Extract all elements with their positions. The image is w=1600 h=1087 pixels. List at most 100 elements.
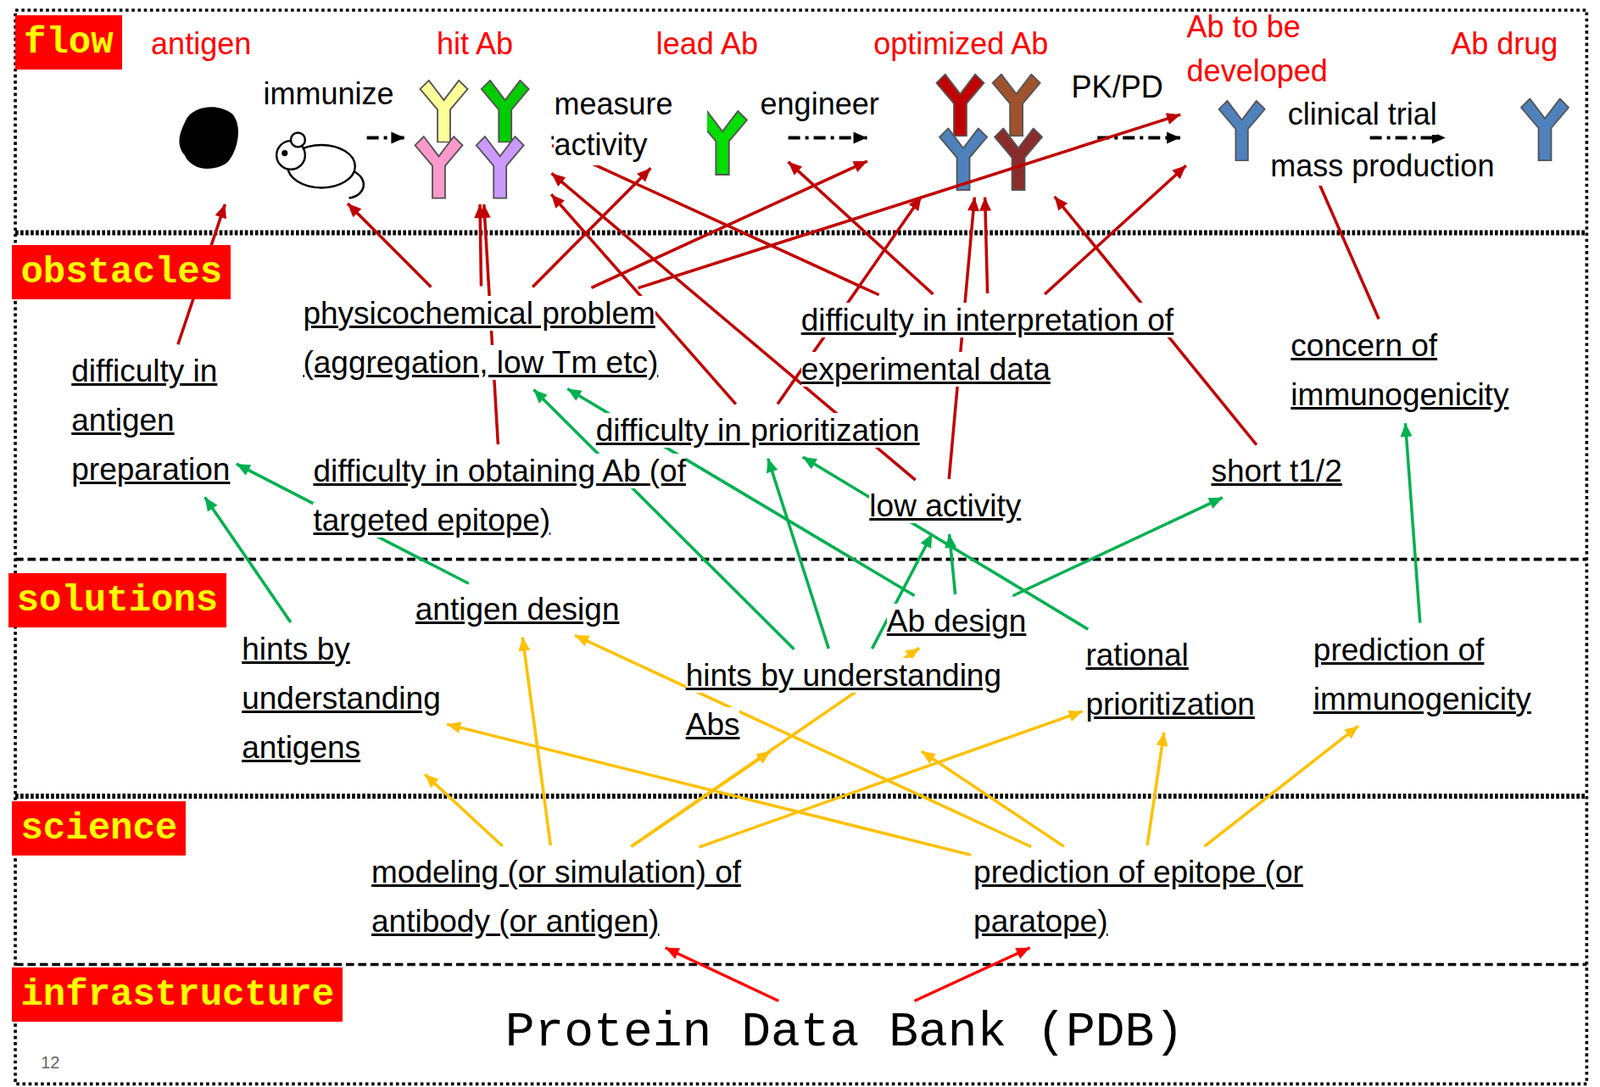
stage-name: antigen (150, 22, 365, 67)
topic-text: hints by understanding Abs (685, 657, 1002, 742)
connector-line (665, 947, 780, 1002)
step-label: PK/PD (1071, 66, 1164, 108)
topic-text: short t1/2 (1210, 453, 1342, 489)
arrowhead (574, 635, 590, 647)
band-label: solutions (8, 573, 228, 628)
topic-item: difficulty in obtaining Ab (of targeted … (312, 446, 689, 546)
relation-arrow (574, 635, 1032, 848)
arrowhead (802, 457, 818, 469)
arrowhead (479, 204, 491, 218)
topic-text: modeling (or simulation) of antibody (or… (371, 854, 742, 939)
arrowhead (853, 131, 868, 144)
connector-line (1044, 165, 1187, 295)
relation-arrow (638, 112, 1182, 288)
arrowhead (1165, 112, 1181, 124)
connector-line (1404, 423, 1420, 624)
connector-line (424, 774, 503, 847)
connector-line (638, 114, 1182, 289)
arrowhead (518, 637, 530, 653)
step-label: clinical trial (1287, 94, 1438, 135)
relation-arrow (1400, 423, 1421, 624)
arrowhead (979, 197, 992, 212)
relation-arrow (921, 751, 1065, 847)
connector-line (788, 161, 934, 295)
arrowhead (1067, 710, 1082, 722)
connector-line (985, 197, 988, 294)
arrowhead (215, 204, 227, 219)
arrowhead (1054, 196, 1069, 212)
arrowhead (852, 161, 867, 173)
topic-text: Ab design (886, 603, 1027, 639)
arrowhead (390, 131, 405, 144)
arrowhead (424, 774, 439, 788)
connector-line (551, 144, 880, 295)
topic-item: prediction of epitope (or paratope) (973, 847, 1306, 947)
antibody-icons (415, 74, 1569, 199)
band-label: infrastructure (11, 967, 343, 1022)
relation-arrow (1012, 497, 1223, 597)
topic-item: physicochemical problem (aggregation, lo… (302, 289, 661, 388)
topic-text: low activity (869, 488, 1021, 524)
topic-item: modeling (or simulation) of antibody (or… (371, 847, 744, 947)
stage-name: lead Ab (656, 22, 787, 67)
flow-arrow (367, 131, 406, 144)
topic-item: rational prioritization (1085, 630, 1258, 730)
connector-line (1311, 166, 1379, 319)
relation-arrow (591, 161, 868, 288)
topic-text: physicochemical problem (aggregation, lo… (302, 295, 658, 380)
arrowhead (1171, 165, 1187, 179)
arrowhead (636, 167, 651, 182)
band-label: science (11, 801, 186, 856)
antigen-blob (178, 106, 238, 169)
flow-stage: hit Ab (407, 22, 549, 201)
arrowhead (551, 172, 566, 187)
connector-line (698, 711, 1082, 848)
relation-arrow (979, 197, 992, 294)
topic-item: prediction of immunogenicity (1313, 625, 1535, 725)
relation-arrow (766, 458, 829, 649)
arrowhead (967, 197, 980, 212)
relation-arrow (788, 161, 934, 295)
arrowhead (1166, 131, 1181, 144)
topic-item: concern of immunogenicity (1290, 321, 1512, 420)
step-label: immunize (262, 73, 394, 115)
relation-arrow (1311, 166, 1379, 319)
band-region: sciencemodeling (or simulation) of antib… (15, 796, 1587, 965)
topic-item: difficulty in prioritization (596, 406, 923, 456)
relation-arrow (948, 197, 980, 480)
flow-stage: optimized Ab (870, 22, 1096, 194)
arrowhead (788, 161, 803, 176)
relation-arrow (698, 710, 1082, 848)
arrowhead (446, 721, 462, 734)
topic-item: difficulty in interpretation of experime… (801, 295, 1177, 395)
stage-name: optimized Ab (873, 22, 1095, 67)
relation-arrow (665, 947, 780, 1002)
relation-arrow (424, 774, 503, 847)
topic-text: prediction of epitope (or paratope) (973, 854, 1304, 939)
arrowhead (347, 203, 362, 218)
arrowhead (908, 196, 922, 212)
arrowhead (567, 389, 582, 402)
mouse-icon (276, 132, 364, 198)
arrowhead (766, 458, 778, 474)
page-number: 12 (40, 1051, 60, 1074)
topic-item: short t1/2 (1210, 446, 1345, 497)
arrowhead (1343, 725, 1359, 739)
band-region: infrastructureProtein Data Bank (PDB) (15, 964, 1587, 1084)
stage-name: Ab drug (1450, 22, 1587, 67)
topic-item: antigen design (415, 585, 623, 635)
arrowhead (236, 463, 251, 476)
stage-name: hit Ab (436, 22, 549, 67)
topic-text: prediction of immunogenicity (1313, 632, 1532, 717)
arrowhead (1014, 947, 1030, 959)
arrowhead (1400, 423, 1413, 437)
stage-note: mass production (1270, 145, 1495, 186)
topic-text: difficulty in interpretation of experime… (801, 302, 1174, 387)
band-label: obstacles (11, 245, 231, 300)
arrowhead (921, 751, 937, 764)
band-region: solutionshints by understanding antigens… (15, 558, 1587, 796)
topic-item: hints by understanding Abs (685, 651, 1005, 750)
connector-line (591, 161, 868, 288)
connector-line (522, 637, 551, 847)
